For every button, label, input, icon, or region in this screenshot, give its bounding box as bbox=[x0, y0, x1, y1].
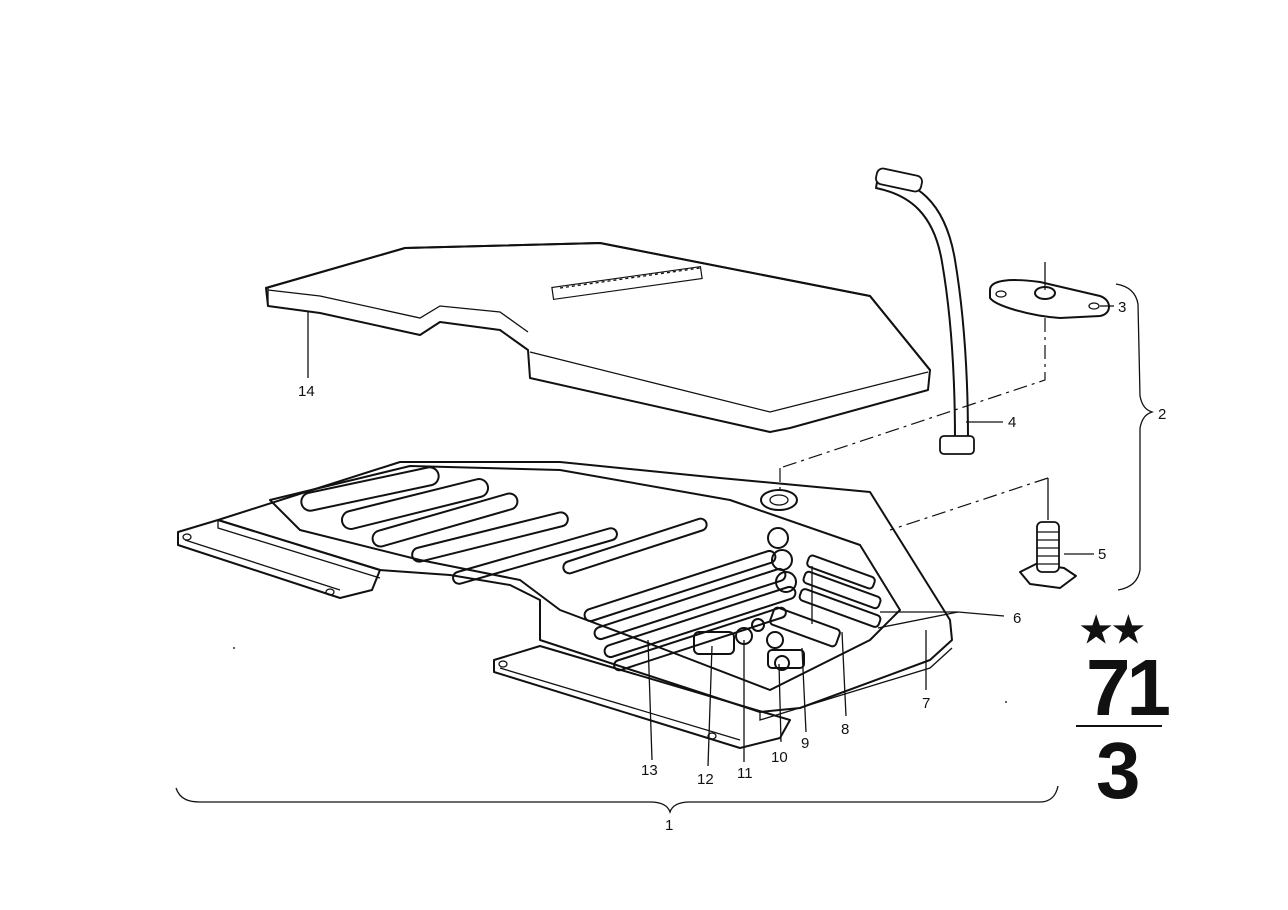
callout-7: 7 bbox=[922, 695, 930, 712]
callout-12: 12 bbox=[697, 771, 714, 788]
assembly-lines bbox=[779, 318, 1049, 531]
print-speck bbox=[1005, 701, 1007, 703]
tool-tray-part-1 bbox=[177, 461, 953, 749]
callout-13: 13 bbox=[641, 762, 658, 779]
callout-11: 11 bbox=[737, 765, 753, 782]
spark-plug-set-part-6 bbox=[798, 554, 882, 628]
callout-9: 9 bbox=[801, 735, 809, 752]
brace-part-1 bbox=[175, 785, 1059, 815]
callout-3: 3 bbox=[1118, 299, 1126, 316]
callout-2: 2 bbox=[1158, 406, 1166, 423]
sub-group-number: 3 bbox=[1096, 726, 1141, 815]
group-stars: ★★ bbox=[1080, 609, 1145, 650]
callout-14: 14 bbox=[298, 383, 315, 400]
group-code: ★★ 71 3 bbox=[1076, 609, 1173, 815]
spring-fastener-part-5 bbox=[1019, 478, 1077, 589]
bracket-plate-part-3 bbox=[989, 262, 1110, 319]
callout-1: 1 bbox=[665, 817, 673, 834]
main-group-number: 71 bbox=[1086, 643, 1169, 732]
print-speck bbox=[233, 647, 235, 649]
callout-10: 10 bbox=[771, 749, 788, 766]
callout-6: 6 bbox=[1013, 610, 1021, 627]
callout-8: 8 bbox=[841, 721, 849, 738]
strap-part-4 bbox=[875, 167, 975, 455]
brace-part-2 bbox=[1115, 283, 1155, 591]
tray-cover-part-14 bbox=[265, 242, 931, 433]
callout-5: 5 bbox=[1098, 546, 1106, 563]
tool-set bbox=[300, 466, 797, 672]
leader-lines bbox=[307, 305, 1114, 767]
callout-4: 4 bbox=[1008, 414, 1016, 431]
